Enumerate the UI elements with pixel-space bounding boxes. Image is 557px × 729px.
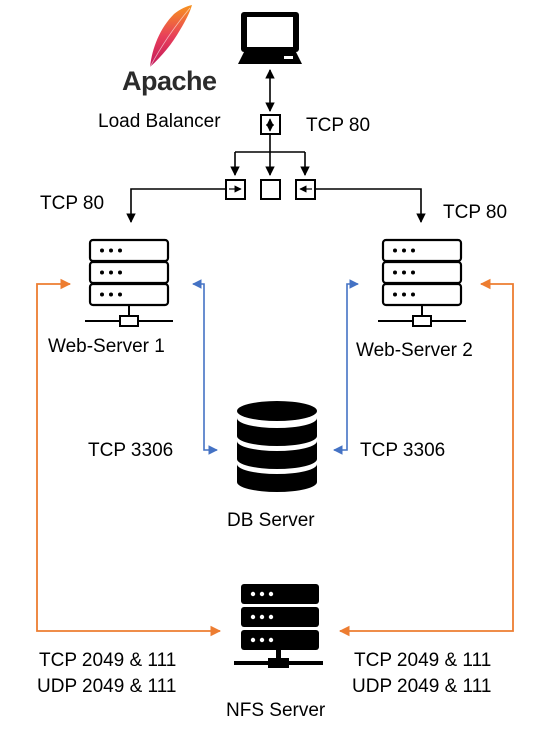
nfs-right-ports-tcp: TCP 2049 & 111 — [354, 650, 492, 671]
lb-to-web2-connector — [315, 188, 426, 223]
web1-nfs-connector — [36, 278, 222, 637]
web2-db-connector — [333, 279, 359, 455]
web1-port-label: TCP 80 — [40, 193, 105, 214]
nfs-server-icon — [234, 584, 323, 668]
db-port-right-label: TCP 3306 — [360, 440, 446, 461]
nfs-left-ports-udp: UDP 2049 & 111 — [37, 676, 177, 697]
nfs-server-label: NFS Server — [226, 700, 326, 721]
db-port-left-label: TCP 3306 — [88, 440, 174, 461]
lb-to-web1-connector — [126, 188, 226, 223]
web-server-1-icon — [85, 238, 173, 327]
load-balancer-icon — [225, 114, 316, 200]
database-icon — [237, 401, 317, 492]
web2-port-label: TCP 80 — [443, 202, 508, 223]
web-server-2-label: Web-Server 2 — [356, 340, 473, 361]
load-balancer-label: Load Balancer — [98, 111, 221, 132]
nfs-right-ports-udp: UDP 2049 & 111 — [352, 676, 492, 697]
db-server-label: DB Server — [227, 510, 315, 531]
web-server-1-label: Web-Server 1 — [48, 336, 165, 357]
apache-feather-icon — [149, 5, 192, 68]
web1-db-connector — [192, 279, 218, 455]
web-server-2-icon — [378, 238, 466, 327]
web2-nfs-connector — [338, 278, 514, 637]
apache-logo: Apache — [122, 66, 217, 96]
nfs-left-ports-tcp: TCP 2049 & 111 — [39, 650, 177, 671]
client-computer-icon — [238, 12, 302, 64]
lb-port-label: TCP 80 — [306, 115, 371, 136]
